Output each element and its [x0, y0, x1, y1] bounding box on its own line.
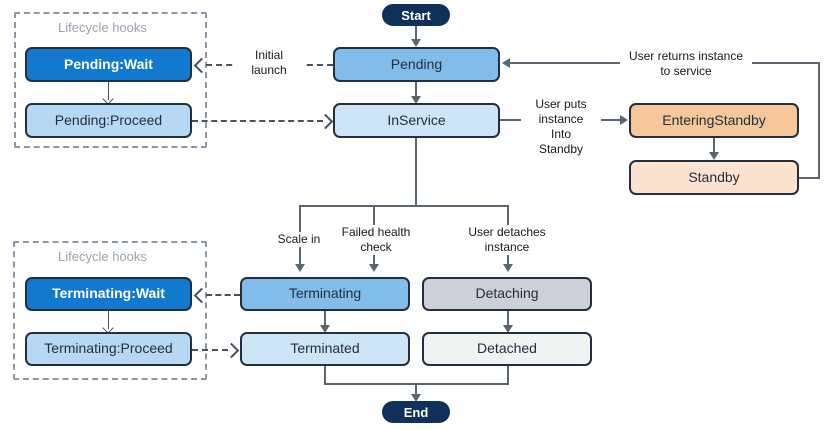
node-pending-proceed[interactable]: Pending:Proceed: [25, 103, 192, 138]
node-pending-wait-label: Pending:Wait: [64, 55, 153, 72]
arrowhead-entering-standby-to-standby: [709, 152, 719, 160]
node-pending-proceed-label: Pending:Proceed: [54, 111, 163, 128]
node-terminating-proceed[interactable]: Terminating:Proceed: [25, 332, 192, 366]
arrowhead-pending-to-inservice: [411, 96, 421, 104]
lifecycle-hooks-title-top: Lifecycle hooks: [58, 20, 147, 35]
arrowhead-pending-proceed-to-inservice: [317, 113, 334, 130]
node-terminated[interactable]: Terminated: [240, 332, 410, 366]
node-terminating[interactable]: Terminating: [240, 277, 410, 311]
edge-label-scale-in: Scale in: [259, 232, 339, 247]
start-node-label: Start: [401, 7, 431, 23]
connector-inservice-to-standby-right: [600, 119, 622, 121]
arrowhead-detaching-to-detached: [503, 325, 513, 333]
connector-merge-to-end: [415, 383, 417, 396]
node-detached-label: Detached: [477, 340, 537, 357]
arrowhead-inservice-to-entering-standby: [620, 115, 628, 125]
node-terminating-proceed-label: Terminating:Proceed: [44, 340, 173, 357]
connector-detached-down: [507, 365, 509, 385]
node-pending[interactable]: Pending: [333, 47, 500, 82]
node-terminating-wait-label: Terminating:Wait: [52, 285, 165, 302]
end-node-label: End: [403, 404, 429, 420]
edge-label-failed-health-check: Failed health check: [337, 225, 415, 255]
lifecycle-hooks-group-top: [14, 12, 207, 148]
node-terminating-label: Terminating: [288, 285, 362, 302]
arrowhead-terminating-to-terminated: [320, 325, 330, 333]
connector-terminating-to-terminated: [324, 311, 326, 327]
connector-pending-to-inservice: [415, 82, 417, 98]
connector-entering-standby-to-standby: [713, 138, 715, 154]
arrowhead-failed-health: [369, 264, 379, 272]
connector-return-vertical: [818, 62, 820, 179]
node-entering-standby-label: EnteringStandby: [662, 111, 766, 128]
arrowhead-return-to-pending: [502, 58, 510, 68]
node-detached[interactable]: Detached: [422, 332, 592, 366]
edge-label-user-returns-instance-to-service: User returns instance to service: [620, 49, 752, 79]
connector-terminating-to-terminating-wait: [206, 294, 240, 296]
node-terminated-label: Terminated: [290, 340, 360, 357]
node-inservice[interactable]: InService: [333, 103, 500, 138]
connector-pending-wait-to-pending-proceed: [108, 82, 109, 100]
arrowhead-detach: [503, 264, 513, 272]
edge-label-user-detaches-instance: User detaches instance: [457, 225, 557, 255]
end-node: End: [382, 401, 450, 423]
connector-return-top-right: [749, 62, 820, 64]
node-entering-standby[interactable]: EnteringStandby: [629, 103, 799, 138]
arrowhead-start-to-pending: [411, 39, 421, 47]
node-inservice-label: InService: [387, 111, 446, 128]
connector-terminating-wait-to-terminating-proceed: [108, 311, 109, 329]
connector-return-top-left: [510, 62, 624, 64]
edge-label-user-puts-instance-into-standby: User puts instance Into Standby: [521, 97, 601, 157]
lifecycle-hooks-group-bottom: [13, 241, 207, 380]
arrowhead-scale-in: [295, 264, 305, 272]
node-detaching[interactable]: Detaching: [422, 277, 592, 311]
connector-pending-proceed-to-inservice: [192, 120, 323, 122]
node-terminating-wait[interactable]: Terminating:Wait: [25, 277, 192, 311]
lifecycle-hooks-title-bottom: Lifecycle hooks: [58, 249, 147, 264]
connector-inservice-to-standby-left: [500, 119, 524, 121]
node-standby[interactable]: Standby: [629, 160, 799, 195]
connector-return-from-standby: [799, 177, 820, 179]
connector-terminating-proceed-to-terminated: [192, 349, 228, 351]
connector-start-to-pending: [415, 24, 417, 41]
arrowhead-terminating-proceed-to-terminated: [223, 342, 240, 359]
arrowhead-merge-to-end: [411, 394, 421, 402]
connector-inservice-trunk: [415, 138, 417, 206]
node-standby-label: Standby: [688, 168, 740, 185]
edge-label-initial-launch: Initial launch: [235, 48, 303, 78]
node-pending-wait[interactable]: Pending:Wait: [25, 47, 192, 82]
connector-detaching-to-detached: [507, 311, 509, 327]
node-pending-label: Pending: [390, 55, 443, 72]
node-detaching-label: Detaching: [475, 285, 539, 302]
connector-branch-bar: [299, 205, 509, 207]
connector-terminated-down: [324, 365, 326, 385]
start-node: Start: [382, 4, 450, 26]
